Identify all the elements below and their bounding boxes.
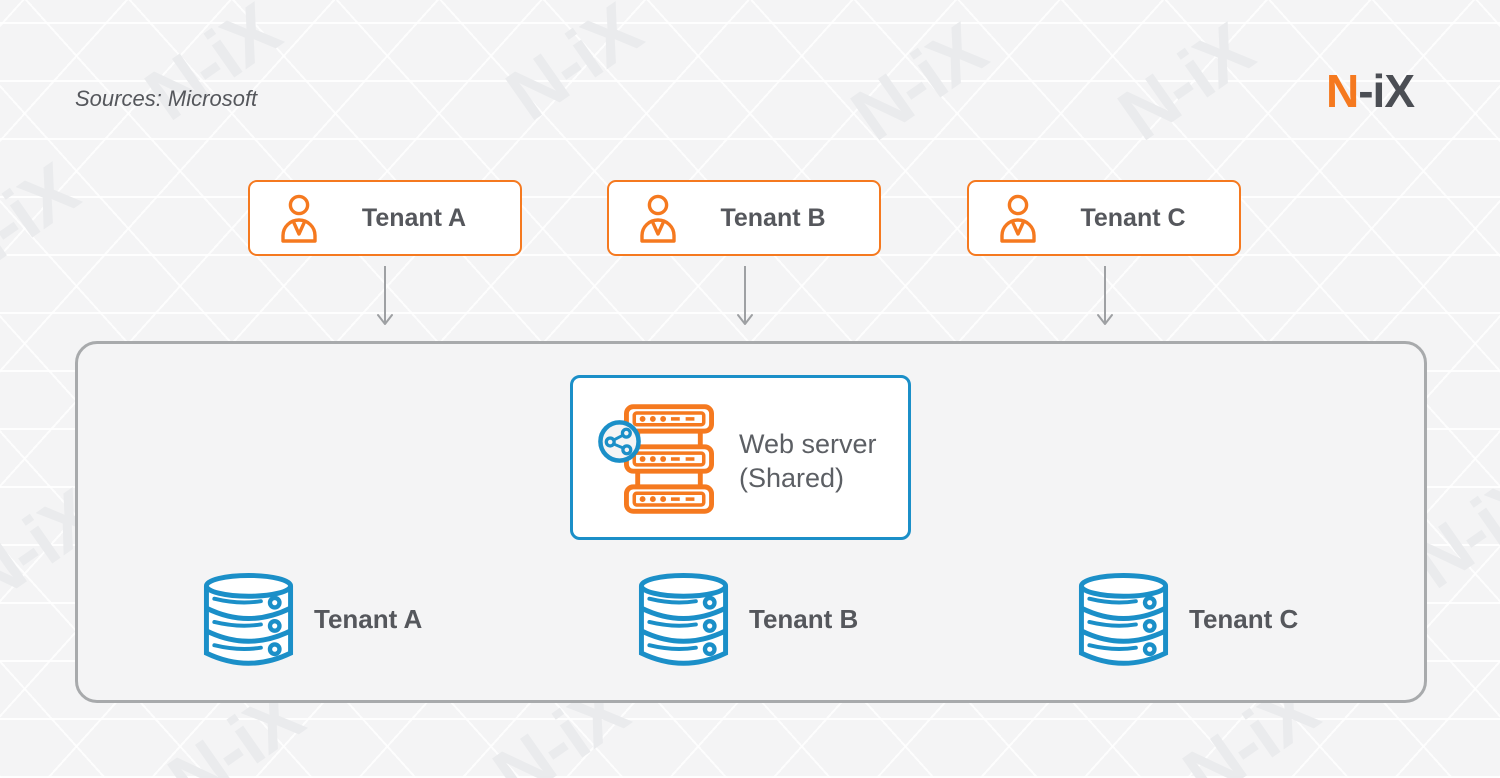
arrow-down-icon — [377, 266, 393, 325]
tenant-b-box: Tenant B — [607, 180, 881, 256]
tenant-c-box: Tenant C — [967, 180, 1241, 256]
database-icon — [1078, 572, 1169, 666]
tenant-label: Tenant C — [1080, 203, 1186, 232]
person-icon — [635, 193, 681, 243]
background-watermark: N-iX — [0, 147, 92, 297]
background-watermark: N-iX — [836, 7, 1000, 157]
database-label: Tenant C — [1189, 604, 1299, 634]
nix-logo: N-iX — [1326, 64, 1415, 118]
tenant-c-database: Tenant C — [1076, 572, 1298, 667]
person-icon — [995, 193, 1041, 243]
database-icon — [203, 572, 294, 666]
background-watermark: N-iX — [1103, 7, 1267, 157]
tenant-a-database: Tenant A — [201, 572, 422, 667]
web-server-box: Web server (Shared) — [570, 375, 911, 540]
share-icon — [598, 420, 641, 463]
background-watermark: N-iX — [491, 0, 655, 137]
web-server-label-line2: (Shared) — [739, 462, 845, 493]
tenant-label: Tenant B — [720, 203, 826, 232]
web-server-label: Web server (Shared) — [739, 378, 877, 543]
background-watermark: N-iX — [130, 0, 294, 137]
person-icon — [276, 193, 322, 243]
database-label: Tenant B — [749, 604, 859, 634]
tenant-a-box: Tenant A — [248, 180, 522, 256]
arrow-down-icon — [1097, 266, 1113, 325]
source-note: Sources: Microsoft — [75, 86, 258, 111]
database-icon — [638, 572, 729, 666]
database-label: Tenant A — [314, 604, 423, 634]
server-stack-icon — [573, 378, 733, 543]
web-server-label-line1: Web server — [739, 428, 877, 459]
tenant-label: Tenant A — [361, 203, 467, 232]
arrow-down-icon — [737, 266, 753, 325]
shared-infrastructure-container: Web server (Shared) Tenant A — [75, 341, 1427, 703]
logo-text-orange: N — [1326, 65, 1359, 117]
logo-text-dark: -iX — [1358, 65, 1415, 117]
tenant-b-database: Tenant B — [636, 572, 858, 667]
